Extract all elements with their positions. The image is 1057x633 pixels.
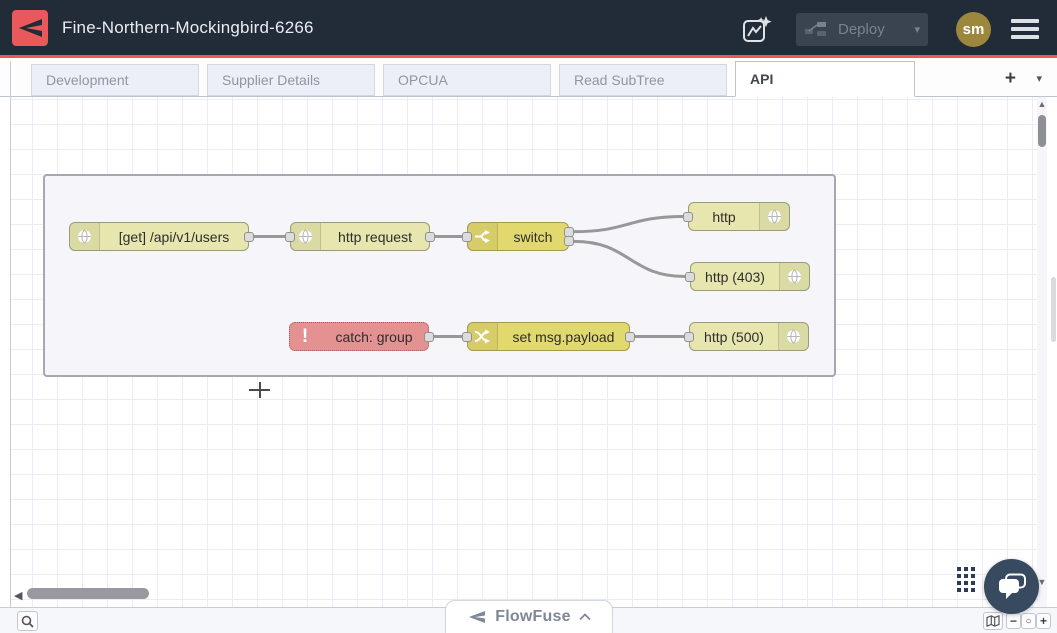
tab-label: API bbox=[750, 71, 774, 87]
input-port[interactable] bbox=[462, 231, 472, 242]
node-set-payload[interactable]: set msg.payload bbox=[462, 322, 635, 351]
node-label: http request bbox=[338, 228, 412, 245]
node-http-403[interactable]: http (403) bbox=[685, 262, 810, 291]
input-port[interactable] bbox=[684, 331, 694, 342]
deploy-label: Deploy bbox=[838, 20, 885, 38]
drag-handle-dot bbox=[971, 574, 975, 578]
node-label: http (403) bbox=[705, 268, 765, 285]
flowfuse-footer-toggle[interactable]: FlowFuse bbox=[445, 600, 613, 633]
tab-label: Supplier Details bbox=[222, 72, 321, 88]
output-port[interactable] bbox=[424, 331, 434, 342]
globe-icon bbox=[70, 223, 100, 250]
node-http-out[interactable]: http bbox=[683, 202, 790, 231]
tab-development[interactable]: Development bbox=[31, 64, 199, 96]
navigator-button[interactable] bbox=[983, 612, 1003, 630]
add-flow-button[interactable]: + bbox=[1004, 68, 1016, 89]
deploy-button[interactable]: Deploy ▾ bbox=[796, 12, 928, 46]
globe-icon bbox=[779, 263, 809, 290]
header: Fine-Northern-Mockingbird-6266 Deploy bbox=[0, 0, 1057, 58]
tab-label: OPCUA bbox=[398, 72, 448, 88]
vertical-scrollbar-thumb[interactable] bbox=[1038, 115, 1046, 147]
project-title: Fine-Northern-Mockingbird-6266 bbox=[62, 17, 314, 37]
drag-handle-dot bbox=[964, 567, 968, 571]
input-port[interactable] bbox=[462, 331, 472, 342]
drag-handle-dot bbox=[964, 581, 968, 585]
tab-label: Development bbox=[46, 72, 129, 88]
search-icon bbox=[21, 615, 34, 628]
chat-button[interactable] bbox=[984, 559, 1039, 614]
tab-label: Read SubTree bbox=[574, 72, 665, 88]
drag-handle-dot bbox=[971, 581, 975, 585]
node-label: set msg.payload bbox=[512, 328, 615, 345]
flowfuse-logo-icon bbox=[12, 9, 48, 46]
drag-handle-dot bbox=[957, 581, 961, 585]
widget-drag-handle[interactable] bbox=[957, 567, 975, 592]
shuffle-icon bbox=[468, 323, 498, 350]
exclamation-icon: ! bbox=[301, 326, 309, 347]
cursor-crosshair bbox=[259, 382, 261, 398]
node-get-users[interactable]: [get] /api/v1/users bbox=[69, 222, 254, 251]
tab-api[interactable]: API bbox=[735, 61, 915, 97]
globe-icon bbox=[778, 323, 808, 350]
node-label: http (500) bbox=[704, 328, 764, 345]
output-port[interactable] bbox=[425, 231, 435, 242]
input-port[interactable] bbox=[685, 271, 695, 282]
main-menu-button[interactable] bbox=[1011, 15, 1039, 43]
tab-list-caret-icon[interactable]: ▾ bbox=[1036, 73, 1042, 85]
tab-opcua[interactable]: OPCUA bbox=[383, 64, 551, 96]
node-http-500[interactable]: http (500) bbox=[684, 322, 809, 351]
output-port[interactable] bbox=[564, 236, 574, 247]
input-port[interactable] bbox=[683, 211, 693, 222]
zoom-out-button[interactable]: − bbox=[1006, 613, 1021, 629]
vertical-scrollbar[interactable]: ▲ ▼ bbox=[1037, 97, 1047, 607]
page-scrollbar-thumb[interactable] bbox=[1051, 277, 1056, 342]
flowfuse-gray-logo-icon bbox=[469, 611, 486, 623]
output-port[interactable] bbox=[625, 331, 635, 342]
drag-handle-dot bbox=[957, 567, 961, 571]
zoom-in-button[interactable]: + bbox=[1036, 613, 1051, 629]
drag-handle-dot bbox=[971, 588, 975, 592]
map-icon bbox=[986, 615, 1000, 627]
tab-read-subtree[interactable]: Read SubTree bbox=[559, 64, 727, 96]
chevron-up-icon bbox=[579, 613, 591, 621]
tabbar-divider bbox=[10, 61, 11, 97]
zoom-reset-button[interactable]: ○ bbox=[1021, 613, 1036, 629]
chat-bubble-icon bbox=[998, 573, 1026, 599]
node-label: switch bbox=[513, 228, 553, 245]
node-label: http bbox=[712, 208, 736, 225]
tab-supplier-details[interactable]: Supplier Details bbox=[207, 64, 375, 96]
drag-handle-dot bbox=[964, 588, 968, 592]
horizontal-scrollbar-thumb[interactable] bbox=[27, 588, 149, 599]
flowfuse-brand-label: FlowFuse bbox=[495, 608, 571, 625]
globe-icon bbox=[759, 203, 789, 230]
drag-handle-dot bbox=[957, 588, 961, 592]
deploy-icon bbox=[805, 22, 826, 36]
ai-assistant-icon bbox=[743, 16, 772, 42]
scroll-left-icon[interactable]: ◀ bbox=[14, 590, 23, 602]
flow-tab-bar: Development Supplier Details OPCUA Read Sub… bbox=[0, 61, 1057, 97]
globe-icon bbox=[291, 223, 321, 250]
drag-handle-dot bbox=[957, 574, 961, 578]
node-label: catch: group bbox=[335, 328, 413, 345]
node-switch[interactable]: switch bbox=[462, 222, 574, 251]
scroll-down-icon[interactable]: ▼ bbox=[1037, 577, 1047, 587]
scroll-up-icon[interactable]: ▲ bbox=[1037, 99, 1047, 109]
search-button[interactable] bbox=[17, 611, 38, 631]
node-label: [get] /api/v1/users bbox=[118, 228, 230, 245]
drag-handle-dot bbox=[964, 574, 968, 578]
drag-handle-dot bbox=[971, 567, 975, 571]
deploy-caret-icon[interactable]: ▾ bbox=[914, 23, 920, 36]
input-port[interactable] bbox=[285, 231, 295, 242]
fork-icon bbox=[468, 223, 498, 250]
flow-canvas[interactable]: [get] /api/v1/users http request switch htt… bbox=[10, 97, 1037, 607]
ai-assistant-button[interactable] bbox=[740, 12, 774, 46]
user-avatar[interactable]: sm bbox=[956, 11, 991, 47]
hamburger-icon bbox=[1011, 19, 1039, 23]
output-port[interactable] bbox=[564, 226, 574, 237]
output-port[interactable] bbox=[244, 231, 254, 242]
node-catch-group[interactable]: ! catch: group bbox=[289, 322, 434, 351]
node-http-request[interactable]: http request bbox=[285, 222, 435, 251]
